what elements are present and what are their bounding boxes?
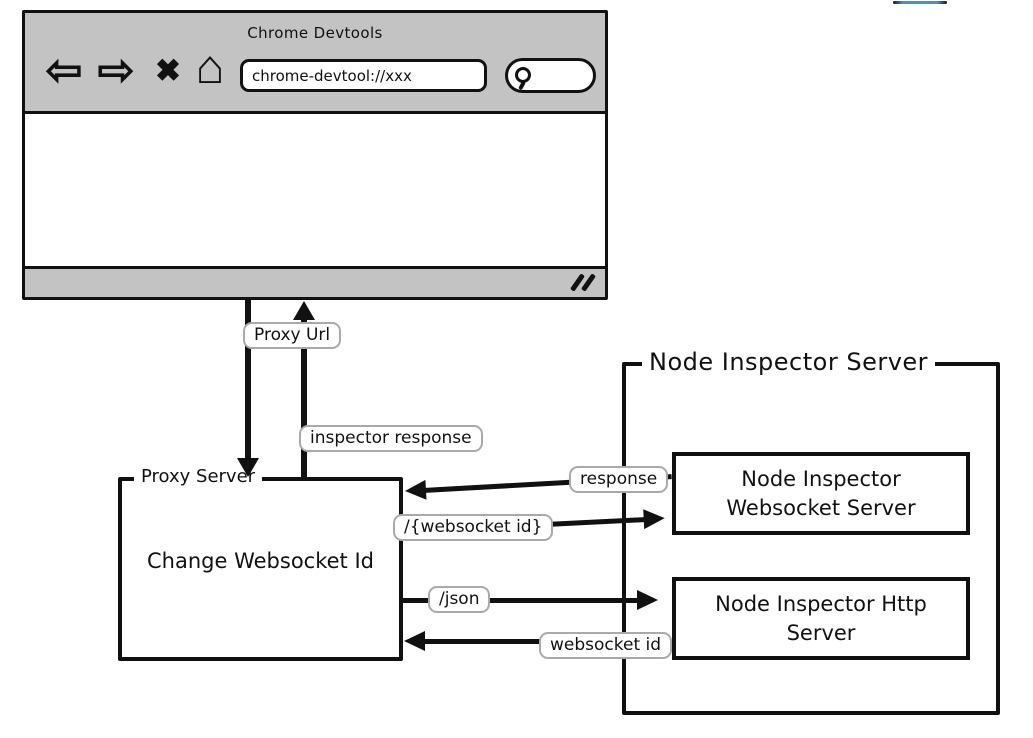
label-proxy-url: Proxy Url	[243, 322, 342, 349]
arrowhead-right	[637, 589, 658, 610]
node-inspector-http-server-box: Node Inspector Http Server	[672, 577, 970, 660]
home-icon: ⌂	[195, 41, 225, 94]
arrow-inspector-response-shaft	[301, 318, 307, 477]
resize-grip-icon[interactable]	[569, 273, 596, 296]
browser-header: Chrome Devtools ⇦ ⇨ ✖ ⌂	[25, 13, 605, 114]
stop-button[interactable]: ✖	[143, 55, 193, 86]
home-button[interactable]: ⌂	[185, 44, 235, 92]
back-arrow-icon: ⇦	[45, 46, 83, 95]
proxy-server-box: Proxy Server Change Websocket Id	[118, 466, 403, 661]
forward-button[interactable]: ⇨	[91, 49, 141, 93]
node-inspector-server-legend: Node Inspector Server	[642, 348, 936, 376]
label-websocket-id: websocket id	[539, 632, 673, 659]
blue-artifact-line	[893, 1, 947, 4]
node-inspector-server-box: Node Inspector Server Node Inspector Web…	[622, 348, 1000, 715]
close-x-icon: ✖	[155, 53, 181, 88]
http-server-label: Node Inspector Http Server	[715, 592, 927, 645]
label-inspector-response: inspector response	[299, 425, 483, 452]
proxy-server-legend: Proxy Server	[134, 466, 263, 487]
proxy-server-content: Change Websocket Id	[147, 549, 374, 573]
arrow-proxy-url-head	[237, 458, 259, 477]
browser-window: Chrome Devtools ⇦ ⇨ ✖ ⌂	[22, 10, 608, 300]
label-json-path: /json	[428, 586, 491, 613]
arrowhead-left	[404, 630, 425, 651]
browser-content-area	[25, 114, 605, 266]
address-bar-input[interactable]	[240, 59, 487, 92]
label-websocket-path: /{websocket id}	[393, 514, 554, 541]
arrow-proxy-url-shaft	[245, 299, 251, 459]
node-inspector-websocket-server-box: Node Inspector Websocket Server	[672, 452, 970, 535]
forward-arrow-icon: ⇨	[97, 46, 135, 95]
label-response: response	[569, 466, 669, 493]
arrowhead-left	[404, 479, 427, 501]
back-button[interactable]: ⇦	[39, 49, 89, 93]
window-title: Chrome Devtools	[247, 24, 383, 42]
websocket-server-label: Node Inspector Websocket Server	[726, 467, 916, 520]
browser-status-bar	[25, 266, 605, 297]
search-icon	[515, 67, 531, 83]
search-input[interactable]	[505, 58, 596, 93]
arrow-inspector-response-head	[293, 301, 315, 320]
arrowhead-right	[643, 507, 666, 529]
